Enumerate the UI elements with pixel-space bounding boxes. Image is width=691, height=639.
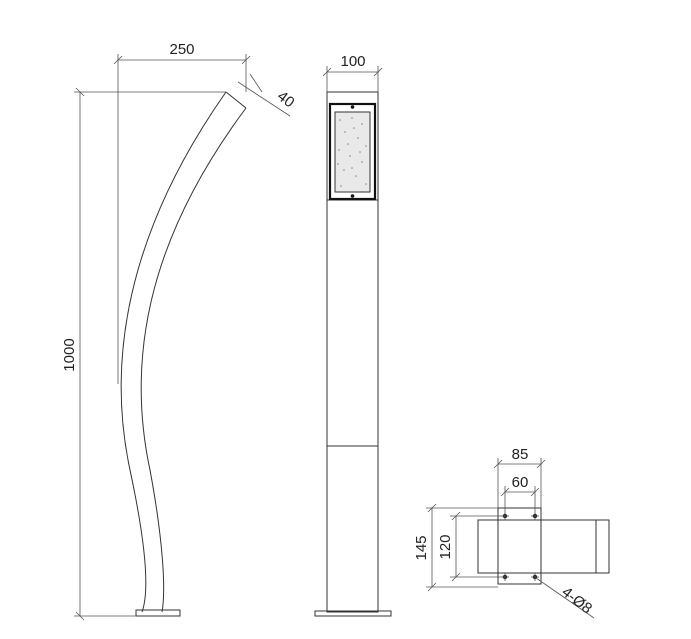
- diffuser-texture: [337, 117, 367, 187]
- front-post-view: 100: [314, 53, 392, 617]
- base-plate-view: 85 60 145 120 4-Ø8: [413, 446, 610, 619]
- base-inner-width-label: 60: [512, 474, 529, 491]
- base-outer-height-label: 145: [413, 535, 430, 560]
- curved-post-view: 1000 250 40: [61, 41, 298, 621]
- height-dimension-label: 1000: [61, 338, 78, 371]
- lamp-diffuser: [334, 111, 371, 193]
- curve-width-label: 250: [169, 41, 194, 58]
- post-width-label: 100: [340, 53, 365, 70]
- base-outer-width-label: 85: [512, 446, 529, 463]
- hole-spec-label: 4-Ø8: [558, 583, 595, 617]
- pipe-diameter-label: 40: [274, 88, 298, 112]
- base-inner-height-label: 120: [437, 534, 454, 559]
